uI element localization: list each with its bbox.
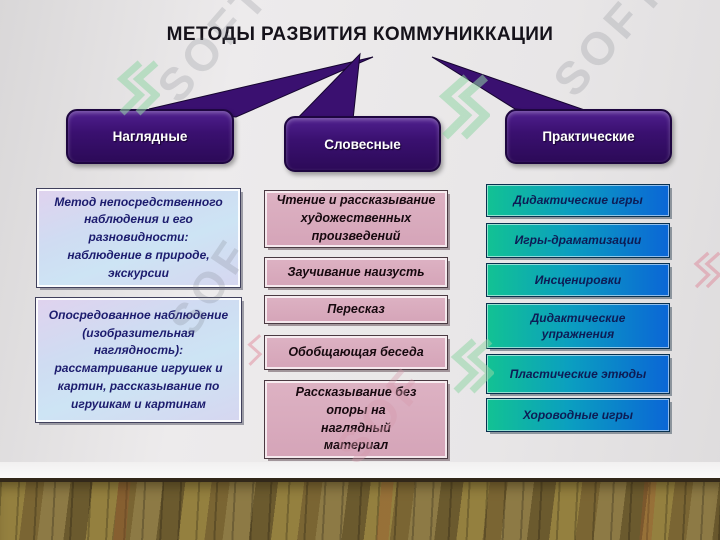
branch-verbal: Словесные <box>284 116 441 172</box>
watermark-chevron-icon <box>693 251 720 289</box>
verbal-method-item: Чтение и рассказывание художественных пр… <box>264 190 448 248</box>
practical-method-item: Дидактические упражнения <box>486 303 670 349</box>
slide-title: МЕТОДЫ РАЗВИТИЯ КОММУНИККАЦИИ <box>166 24 554 45</box>
verbal-method-item: Заучивание наизусть <box>264 257 448 288</box>
practical-method-item: Инсценировки <box>486 263 670 297</box>
practical-method-item: Пластические этюды <box>486 354 670 394</box>
verbal-method-item: Рассказывание без опоры на наглядный мат… <box>264 380 448 459</box>
practical-method-item: Игры-драматизации <box>486 223 670 258</box>
visual-method-item: Опосредованное наблюдение (изобразительн… <box>35 297 242 423</box>
wood-floor <box>0 478 720 540</box>
arrow-to-practical <box>431 56 600 116</box>
practical-method-item: Дидактические игры <box>486 184 670 217</box>
practical-method-item: Хороводные игры <box>486 398 670 432</box>
branch-practical: Практические <box>505 109 672 164</box>
verbal-method-item: Пересказ <box>264 295 448 324</box>
verbal-method-item: Обобщающая беседа <box>264 335 448 370</box>
slide-bottom-edge <box>0 462 720 478</box>
branch-arrows <box>148 52 600 130</box>
branch-visual: Наглядные <box>66 109 234 164</box>
visual-method-item: Метод непосредственного наблюдения и его… <box>36 188 241 288</box>
